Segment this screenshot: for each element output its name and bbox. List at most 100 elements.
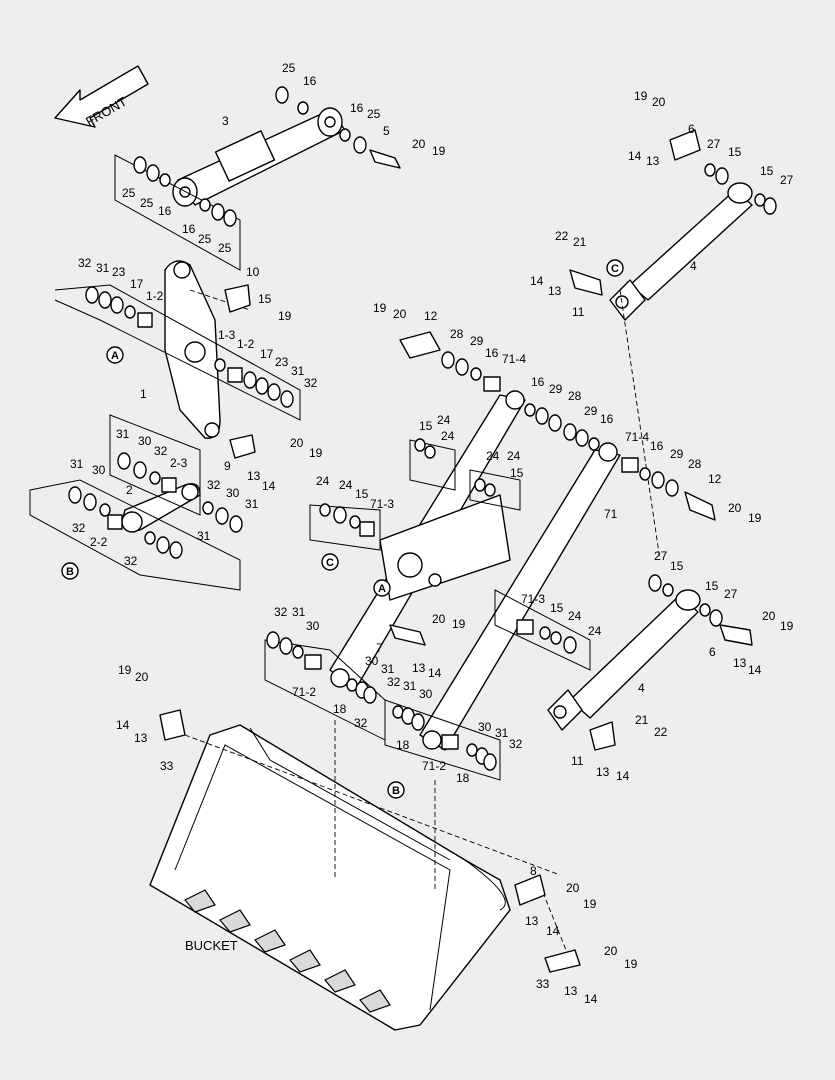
- part-number-label: 24: [507, 449, 521, 463]
- callout-a: A: [378, 583, 386, 595]
- part-number-label: 14: [748, 663, 762, 677]
- part-number-label: 14: [428, 666, 442, 680]
- part-number-label: 30: [478, 720, 492, 734]
- part-number-label: 32: [207, 478, 221, 492]
- part-number-label: 20: [135, 670, 149, 684]
- part-number-label: 21: [573, 235, 587, 249]
- part-number-label: 20: [432, 612, 446, 626]
- part-number-label: 24: [441, 429, 455, 443]
- part-number-label: 15: [258, 292, 272, 306]
- part-number-label: 12: [424, 309, 438, 323]
- front-arrow: FRONT: [54, 65, 149, 129]
- part-number-label: 13: [596, 765, 610, 779]
- part-number-label: 28: [450, 327, 464, 341]
- part-number-label: 15: [728, 145, 742, 159]
- part-number-label: 30: [138, 434, 152, 448]
- part-number-label: 22: [654, 725, 668, 739]
- part-number-label: 13: [412, 661, 426, 675]
- callout-c: C: [611, 263, 619, 275]
- part-number-label: 19: [432, 144, 446, 158]
- part-number-label: 71-2: [292, 685, 316, 699]
- part-number-label: 30: [92, 463, 106, 477]
- part-number-label: 71-4: [625, 430, 649, 444]
- part-number-label: 4: [690, 259, 697, 273]
- part-number-label: 20: [393, 307, 407, 321]
- callout-c: C: [326, 557, 334, 569]
- part-number-label: 31: [197, 529, 211, 543]
- part-number-label: 19: [278, 309, 292, 323]
- part-number-label: 15: [355, 487, 369, 501]
- part-number-label: 18: [456, 771, 470, 785]
- part-number-label: 15: [550, 601, 564, 615]
- part-number-label: 24: [437, 413, 451, 427]
- part-number-label: 20: [290, 436, 304, 450]
- part-number-label: 27: [654, 549, 668, 563]
- part-number-label: 19: [748, 511, 762, 525]
- part-number-label: 32: [304, 376, 318, 390]
- part-number-label: 14: [546, 924, 560, 938]
- part-number-label: 32: [509, 737, 523, 751]
- part-number-label: 8: [530, 864, 537, 878]
- part-number-label: 30: [365, 654, 379, 668]
- part-number-label: 9: [224, 459, 231, 473]
- part-number-label: 13: [548, 284, 562, 298]
- part-number-label: 31: [116, 427, 130, 441]
- part-number-label: 1-3: [218, 328, 236, 342]
- part-number-label: 28: [688, 457, 702, 471]
- part-number-label: 71-2: [422, 759, 446, 773]
- part-number-label: 20: [566, 881, 580, 895]
- part-number-label: 16: [531, 375, 545, 389]
- callout-a: A: [111, 350, 119, 362]
- part-number-label: 7: [376, 641, 383, 655]
- part-number-label: 31: [495, 726, 509, 740]
- part-number-label: 6: [688, 122, 695, 136]
- part-number-label: 19: [373, 301, 387, 315]
- part-number-label: 2-2: [90, 535, 108, 549]
- part-number-label: 25: [198, 232, 212, 246]
- part-number-label: 18: [396, 738, 410, 752]
- part-number-label: 2: [126, 483, 133, 497]
- part-number-label: 16: [600, 412, 614, 426]
- part-number-label: 14: [116, 718, 130, 732]
- part-number-label: 33: [160, 759, 174, 773]
- part-number-label: 16: [158, 204, 172, 218]
- part-number-label: 16: [350, 101, 364, 115]
- part-number-label: 14: [584, 992, 598, 1006]
- part-number-label: 32: [387, 675, 401, 689]
- part-number-label: 1: [140, 387, 147, 401]
- part-number-label: 13: [525, 914, 539, 928]
- part-number-label: 19: [624, 957, 638, 971]
- callout-b: B: [66, 566, 74, 578]
- part-number-label: 24: [588, 624, 602, 638]
- part-number-label: 32: [72, 521, 86, 535]
- bucket-cylinder-4-bottom: [547, 589, 701, 731]
- part-number-label: 14: [262, 479, 276, 493]
- boom-cylinder-3: [172, 107, 346, 207]
- part-number-label: 31: [245, 497, 259, 511]
- part-number-label: 30: [226, 486, 240, 500]
- part-number-label: 3: [222, 114, 229, 128]
- part-number-label: 24: [339, 478, 353, 492]
- part-number-label: 19: [118, 663, 132, 677]
- part-number-label: 71: [604, 507, 618, 521]
- part-number-label: 25: [140, 196, 154, 210]
- part-number-label: 24: [316, 474, 330, 488]
- part-number-label: 16: [303, 74, 317, 88]
- part-number-label: 20: [604, 944, 618, 958]
- part-number-label: 1-2: [237, 337, 255, 351]
- bracket-frames: [29, 154, 591, 781]
- part-number-label: 14: [530, 274, 544, 288]
- part-number-label: 15: [670, 559, 684, 573]
- part-number-label: 24: [486, 449, 500, 463]
- part-number-label: 71-4: [502, 352, 526, 366]
- part-number-label: 13: [646, 154, 660, 168]
- part-number-label: 25: [218, 241, 232, 255]
- part-number-label: 32: [354, 716, 368, 730]
- part-number-label: 29: [470, 334, 484, 348]
- part-number-label: 11: [572, 305, 585, 319]
- part-number-label: 19: [583, 897, 597, 911]
- part-number-label: 29: [549, 382, 563, 396]
- part-number-label: 21: [635, 713, 649, 727]
- part-number-label: 4: [638, 681, 645, 695]
- part-number-label: 20: [762, 609, 776, 623]
